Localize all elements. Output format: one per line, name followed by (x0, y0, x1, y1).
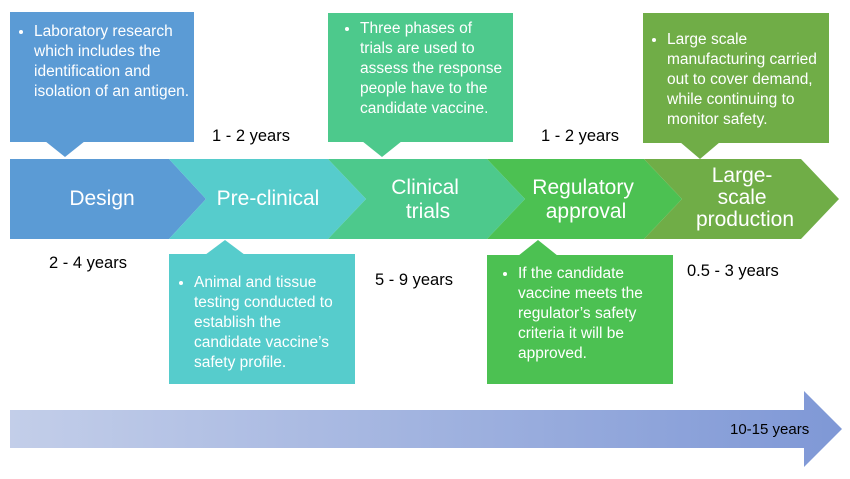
callout-clinical (328, 13, 513, 157)
callout-production (643, 13, 829, 159)
duration-regulatory: 1 - 2 years (541, 127, 619, 145)
total-duration-label: 10-15 years (730, 421, 810, 438)
duration-preclinical: 1 - 2 years (212, 127, 290, 145)
duration-design: 2 - 4 years (49, 254, 127, 272)
stage-regulatory-arrow (487, 159, 682, 239)
callout-preclinical-text: Animal and tissue testing conducted to e… (174, 273, 352, 373)
callout-preclinical (169, 240, 355, 384)
callout-preclinical-bullet: Animal and tissue testing conducted to e… (194, 273, 352, 373)
callout-design-bullet: Laboratory research which includes the i… (34, 22, 190, 102)
callout-design (10, 12, 194, 157)
callout-clinical-bullet: Three phases of trials are used to asses… (360, 19, 506, 119)
stage-clinical-arrow (328, 159, 525, 239)
stage-label-production: Large- scale production (696, 164, 794, 231)
duration-clinical: 5 - 9 years (375, 271, 453, 289)
callout-regulatory-text: If the candidate vaccine meets the regul… (498, 264, 668, 364)
stage-label-design: Design (69, 187, 134, 210)
callout-regulatory-bullet: If the candidate vaccine meets the regul… (518, 264, 668, 364)
stage-label-preclinical: Pre-clinical (217, 187, 320, 210)
timeline-arrow (10, 391, 842, 467)
stage-preclinical-arrow (169, 159, 366, 239)
callout-production-text: Large scale manufacturing carried out to… (647, 30, 827, 130)
callout-clinical-text: Three phases of trials are used to asses… (340, 19, 506, 119)
stage-production-arrow (644, 159, 839, 239)
stage-label-clinical: Clinical trials (391, 176, 465, 223)
duration-production: 0.5 - 3 years (687, 262, 779, 280)
callout-design-text: Laboratory research which includes the i… (14, 22, 190, 102)
callout-regulatory (487, 240, 673, 384)
stage-label-regulatory: Regulatory approval (532, 176, 639, 223)
callout-production-bullet: Large scale manufacturing carried out to… (667, 30, 827, 130)
stage-design-arrow (10, 159, 206, 239)
